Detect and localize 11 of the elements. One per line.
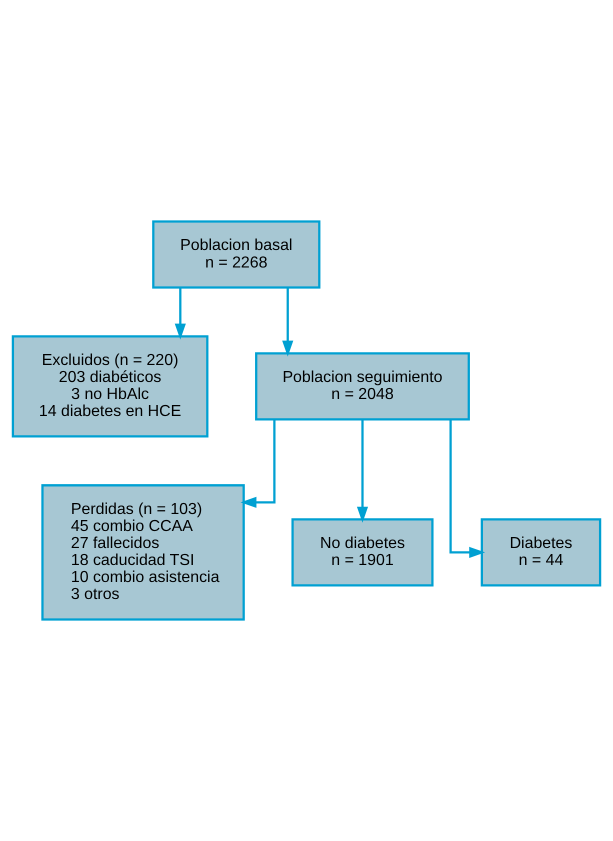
node-box: Perdidas (n = 103) 45 combio CCAA 27 fallecidos 18 caducidad TSI 10 combio asistencia 3 otros bbox=[41, 484, 245, 621]
arrow bbox=[240, 420, 276, 508]
node-box: Poblacion seguimiento n = 2048 bbox=[255, 352, 470, 420]
arrow bbox=[449, 420, 486, 558]
node-box: Diabetes n = 44 bbox=[480, 518, 602, 586]
arrow bbox=[282, 288, 294, 357]
arrow bbox=[356, 420, 368, 523]
node-box: Excluidos (n = 220) 203 diabéticos 3 no HbAlc 14 diabetes en HCE bbox=[12, 335, 208, 438]
arrow bbox=[174, 288, 186, 340]
node-box: Poblacion basal n = 2268 bbox=[152, 220, 320, 289]
node-box: No diabetes n = 1901 bbox=[291, 518, 434, 586]
